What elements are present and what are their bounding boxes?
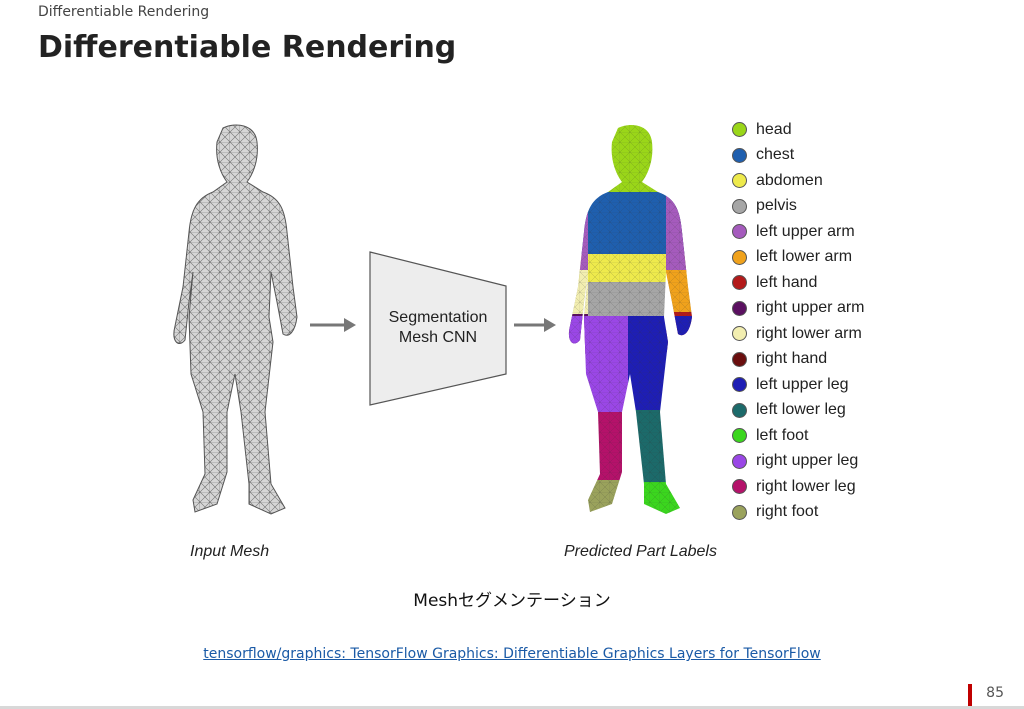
mesh-cnn-block: [369, 251, 507, 406]
color-swatch-icon: [732, 453, 747, 469]
source-link[interactable]: tensorflow/graphics: TensorFlow Graphics…: [203, 646, 821, 662]
color-swatch-icon: [732, 122, 747, 138]
legend-label: chest: [756, 146, 795, 164]
page-number: 85: [986, 685, 1004, 701]
breadcrumb: Differentiable Rendering: [38, 4, 210, 20]
color-swatch-icon: [732, 147, 747, 163]
legend-label: right lower leg: [756, 477, 856, 495]
color-swatch-icon: [732, 402, 747, 418]
block-label-line2: Mesh CNN: [399, 329, 477, 346]
legend-label: right upper leg: [756, 452, 859, 470]
legend-label: abdomen: [756, 171, 823, 189]
legend-item: abdomen: [732, 168, 865, 194]
legend-item: right lower arm: [732, 321, 865, 347]
legend-label: left upper leg: [756, 375, 849, 393]
color-swatch-icon: [732, 479, 747, 495]
page-marker: [968, 684, 972, 708]
legend-item: chest: [732, 143, 865, 169]
figure-caption: Meshセグメンテーション: [413, 591, 611, 611]
input-mesh-label: Input Mesh: [190, 543, 269, 560]
legend-label: left lower arm: [756, 248, 853, 266]
color-swatch-icon: [732, 428, 747, 444]
segmentation-figure: Segmentation Mesh CNN Input Mesh Predict…: [173, 124, 717, 560]
color-swatch-icon: [732, 351, 747, 367]
legend-item: right foot: [732, 500, 865, 526]
legend-item: left hand: [732, 270, 865, 296]
legend-label: right lower arm: [756, 324, 862, 342]
legend-item: head: [732, 117, 865, 143]
legend-label: left lower leg: [756, 401, 846, 419]
input-mesh-figure: [173, 124, 298, 515]
legend-item: left upper leg: [732, 372, 865, 398]
legend-item: left foot: [732, 423, 865, 449]
legend-label: right hand: [756, 350, 828, 368]
legend-item: right upper leg: [732, 449, 865, 475]
legend-item: left upper arm: [732, 219, 865, 245]
color-swatch-icon: [732, 249, 747, 265]
color-swatch-icon: [732, 300, 747, 316]
predicted-parts-figure: [568, 124, 692, 515]
page-title: Differentiable Rendering: [38, 30, 457, 65]
legend-item: left lower leg: [732, 398, 865, 424]
block-label-line1: Segmentation: [389, 309, 488, 326]
legend-item: right hand: [732, 347, 865, 373]
legend-item: right lower leg: [732, 474, 865, 500]
legend-label: left hand: [756, 273, 818, 291]
legend-label: left foot: [756, 426, 809, 444]
legend-label: left upper arm: [756, 222, 855, 240]
color-swatch-icon: [732, 326, 747, 342]
footer-divider: [0, 706, 1024, 709]
legend-label: right upper arm: [756, 299, 865, 317]
legend-label: head: [756, 120, 792, 138]
part-legend: head chest abdomen pelvis left upper arm left…: [732, 117, 865, 525]
color-swatch-icon: [732, 504, 747, 520]
color-swatch-icon: [732, 198, 747, 214]
color-swatch-icon: [732, 377, 747, 393]
color-swatch-icon: [732, 173, 747, 189]
legend-label: right foot: [756, 503, 819, 521]
predicted-labels-label: Predicted Part Labels: [564, 543, 717, 560]
color-swatch-icon: [732, 275, 747, 291]
color-swatch-icon: [732, 224, 747, 240]
legend-item: left lower arm: [732, 245, 865, 271]
legend-item: pelvis: [732, 194, 865, 220]
legend-label: pelvis: [756, 197, 797, 215]
legend-item: right upper arm: [732, 296, 865, 322]
